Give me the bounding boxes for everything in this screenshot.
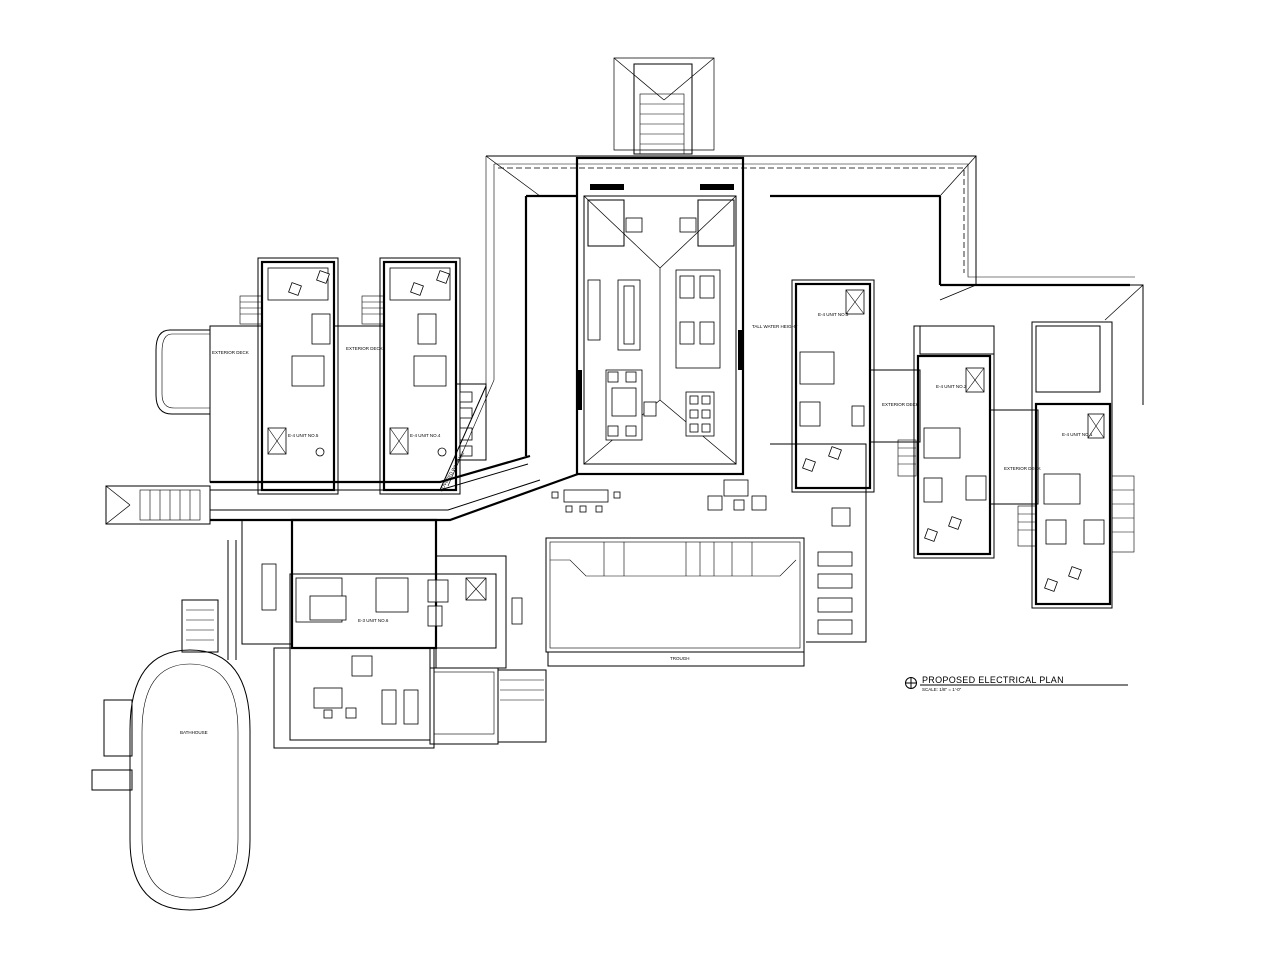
- unit-a-label: E-4 UNIT NO.5: [288, 433, 319, 438]
- pool-trough: [545, 443, 867, 667]
- west-units: [155, 257, 487, 495]
- deck-west-b-label: EXTERIOR DECK: [346, 346, 383, 351]
- unit-east-c-label: E-4 UNIT NO.1: [1062, 432, 1093, 437]
- plan-scale: SCALE: 1/8" = 1'-0": [922, 687, 962, 692]
- deck-east-a-label: EXTERIOR DECK: [882, 402, 919, 407]
- title-block: PROPOSED ELECTRICAL PLAN SCALE: 1/8" = 1…: [905, 675, 1128, 692]
- trough-label: TROUGH: [670, 656, 690, 661]
- unit-south-label: E-3 UNIT NO.6: [358, 618, 389, 623]
- north-arrow-icon: [905, 677, 917, 689]
- tall-water-label: TALL WATER HEIGHT: [752, 324, 798, 329]
- outdoor-dining: [551, 479, 851, 527]
- plan-title: PROPOSED ELECTRICAL PLAN: [922, 675, 1064, 685]
- unit-east-b-label: E-4 UNIT NO.2: [936, 384, 967, 389]
- south-unit: [241, 518, 547, 749]
- deck-west-a-label: EXTERIOR DECK: [212, 350, 249, 355]
- central-roof-outline: [485, 57, 1144, 456]
- covered-walkway: [105, 379, 579, 525]
- unit-b-label: E-4 UNIT NO.4: [410, 433, 441, 438]
- bathhouse: [91, 540, 251, 911]
- deck-east-b-label: EXTERIOR DECK: [1004, 466, 1041, 471]
- bathhouse-label: BATHHOUSE: [180, 730, 208, 735]
- central-great-room: [575, 156, 745, 476]
- unit-east-a-label: E-4 UNIT NO.3: [818, 312, 849, 317]
- east-units: [791, 279, 1135, 609]
